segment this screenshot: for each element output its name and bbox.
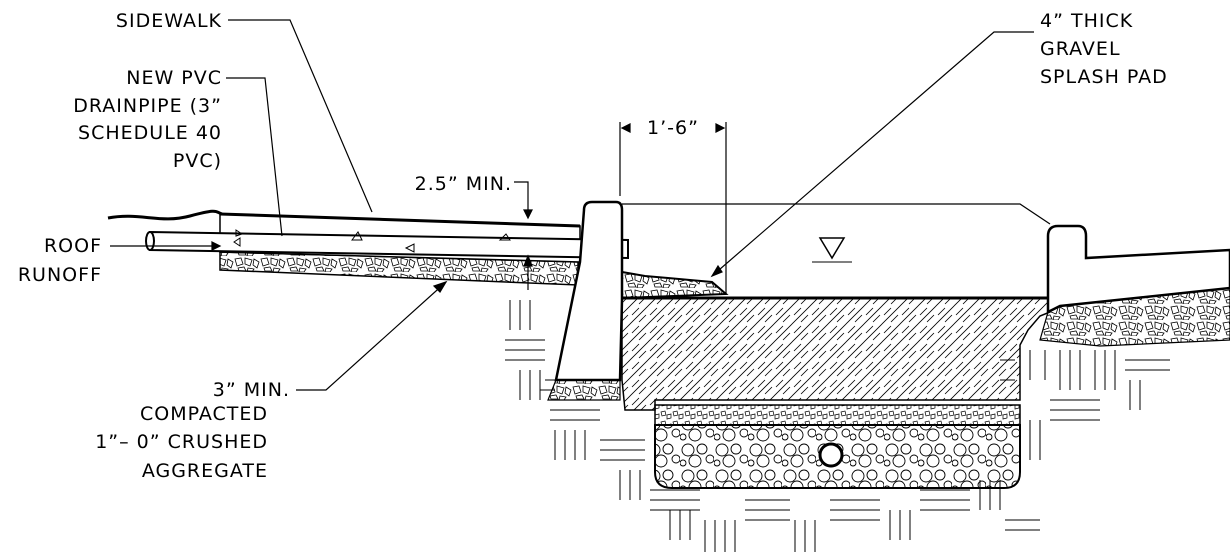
dimension-2-5-min: [514, 181, 533, 290]
label-drainpipe-3: SCHEDULE 40: [78, 122, 222, 144]
label-aggregate-4: AGGREGATE: [142, 460, 268, 482]
label-runoff: RUNOFF: [18, 264, 102, 286]
label-gravel-pad-2: GRAVEL: [1040, 38, 1121, 60]
label-gravel-pad-1: 4” THICK: [1040, 10, 1133, 32]
soil-mix: [621, 297, 1051, 411]
ponding-outline: [622, 203, 1051, 225]
label-splash-pad-width: 1’-6”: [647, 117, 699, 139]
curb-left: [554, 200, 624, 382]
label-aggregate-3: 1”– 0” CRUSHED: [95, 431, 268, 453]
label-aggregate-1: 3” MIN.: [213, 379, 290, 401]
label-drainpipe-2: DRAINPIPE (3”: [73, 95, 222, 117]
curb-right: [1046, 224, 1230, 315]
label-gravel-pad-3: SPLASH PAD: [1040, 66, 1168, 88]
dimension-1-6: [619, 122, 727, 294]
fine-gravel-layer: [654, 404, 1021, 426]
label-drainpipe-1: NEW PVC: [126, 67, 222, 89]
water-level-symbol: [818, 237, 846, 260]
gravel-splash-pad: [621, 270, 729, 300]
label-sidewalk: SIDEWALK: [116, 10, 222, 32]
leader-lines: [110, 19, 1034, 391]
label-aggregate-2: COMPACTED: [140, 403, 268, 425]
native-soil-hatch: [505, 300, 1170, 552]
label-roof: ROOF: [44, 235, 102, 257]
underdrain-pipe: [818, 442, 844, 468]
break-line: [107, 209, 223, 221]
label-drainpipe-4: PVC): [173, 150, 222, 172]
label-min-thickness: 2.5” MIN.: [415, 173, 512, 195]
